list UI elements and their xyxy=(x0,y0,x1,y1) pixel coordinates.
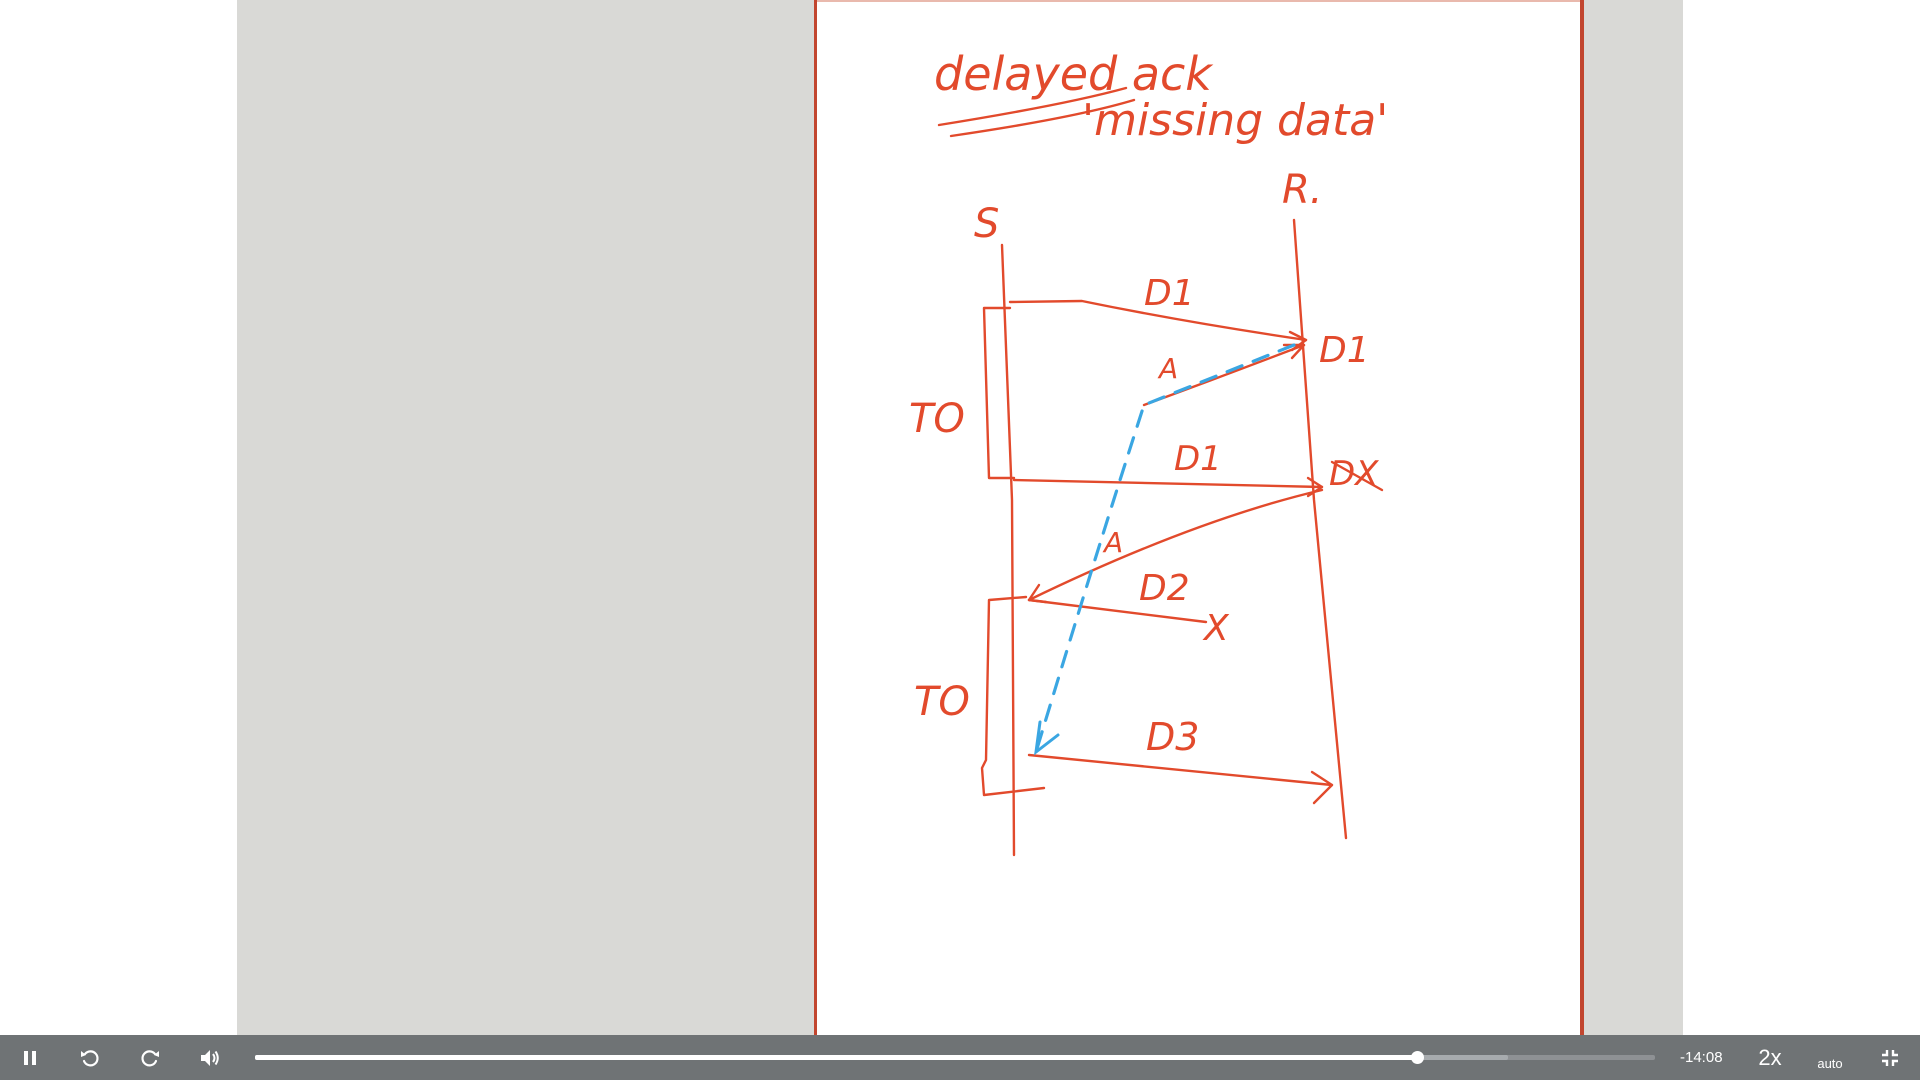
progress-bar[interactable] xyxy=(255,1051,1655,1064)
time-remaining: -14:08 xyxy=(1680,1049,1723,1066)
play-pause-button[interactable] xyxy=(12,1035,48,1080)
forward-button[interactable] xyxy=(132,1035,168,1080)
message-ack-2 xyxy=(1027,488,1324,602)
label-d2-lost: X xyxy=(1202,608,1230,649)
timeout-label-2: TO xyxy=(914,679,970,725)
volume-icon xyxy=(201,1049,219,1066)
label-d2: D2 xyxy=(1139,568,1190,609)
label-d3: D3 xyxy=(1146,715,1199,759)
forward-icon xyxy=(141,1049,159,1066)
playback-speed-button[interactable]: 2x xyxy=(1758,1045,1782,1070)
video-stage[interactable]: delayed ack 'missing data' S R. D1 D1 A xyxy=(0,0,1920,1035)
label-ack-1: A xyxy=(1157,352,1178,385)
rewind-button[interactable] xyxy=(72,1035,108,1080)
pause-icon xyxy=(24,1050,36,1065)
message-d3 xyxy=(1027,753,1334,787)
diagram-subtitle: 'missing data' xyxy=(1082,95,1388,146)
timeout-bracket-1 xyxy=(982,306,1016,480)
delayed-ack-arrowhead xyxy=(1034,720,1060,756)
video-frame[interactable]: delayed ack 'missing data' S R. D1 D1 A xyxy=(237,0,1683,1035)
sender-label: S xyxy=(974,201,999,247)
label-ack-2: A xyxy=(1102,526,1123,559)
delayed-ack-path xyxy=(1034,343,1296,754)
volume-button[interactable] xyxy=(192,1035,228,1080)
title-underline xyxy=(937,86,1128,127)
timeout-bracket-2 xyxy=(980,595,1046,797)
rewind-icon xyxy=(81,1049,99,1066)
message-d1-first xyxy=(1008,299,1308,342)
whiteboard-page: delayed ack 'missing data' S R. D1 D1 A xyxy=(814,0,1584,1035)
player-controls: -14:08 2x auto xyxy=(0,1035,1920,1080)
sender-lifeline xyxy=(1000,243,1016,857)
diagram-title: delayed ack xyxy=(934,47,1214,101)
message-d2 xyxy=(1027,598,1208,624)
title-underline-2 xyxy=(949,98,1136,138)
label-d1-received: D1 xyxy=(1319,330,1370,371)
quality-button[interactable]: auto xyxy=(1817,1056,1843,1071)
message-d1-second xyxy=(1012,478,1324,489)
timeout-label-1: TO xyxy=(909,396,965,442)
discard-strike xyxy=(1330,460,1384,492)
d3-arrowhead xyxy=(1310,770,1334,805)
exit-fullscreen-button[interactable] xyxy=(1872,1035,1908,1080)
receiver-label: R. xyxy=(1282,167,1323,213)
label-d1-first: D1 xyxy=(1144,273,1195,314)
progress-scrubber-handle[interactable] xyxy=(1411,1051,1424,1064)
sequence-diagram: delayed ack 'missing data' S R. D1 D1 A xyxy=(909,47,1388,857)
progress-played xyxy=(255,1055,1417,1060)
receiver-lifeline xyxy=(1292,218,1348,840)
label-d1-second: D1 xyxy=(1174,439,1222,479)
exit-fullscreen-icon xyxy=(1882,1049,1898,1066)
